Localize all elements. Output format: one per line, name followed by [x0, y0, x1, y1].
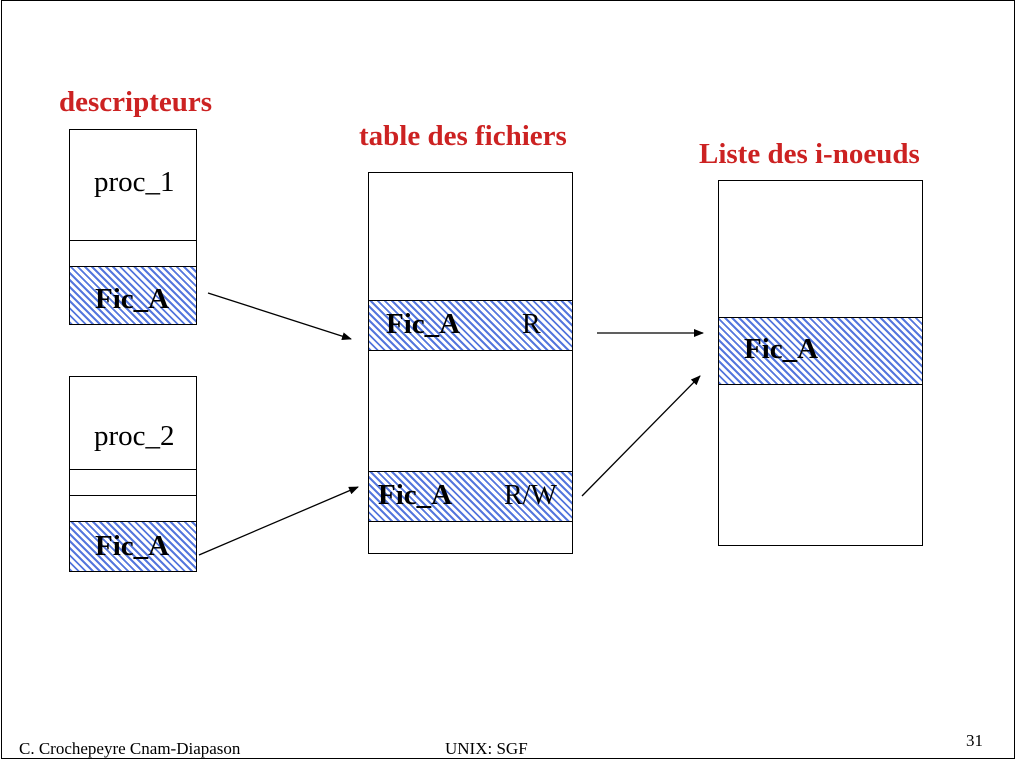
proc1-empty-row — [70, 240, 196, 266]
proc2-label: proc_2 — [94, 420, 175, 452]
inode-fic-a-label: Fic_A — [744, 333, 819, 365]
proc2-empty-row-2 — [70, 495, 196, 521]
proc1-fic-a-entry: Fic_A — [70, 266, 196, 325]
arrow-file-rw-to-inode — [581, 375, 701, 497]
footer-course: UNIX: SGF — [445, 739, 528, 758]
file-table-entry-r-mode: R — [522, 309, 541, 340]
proc2-fic-a-label: Fic_A — [95, 530, 170, 562]
file-table-entry-rw: Fic_A R/W — [369, 471, 572, 522]
slide: descripteurs table des fichiers Liste de… — [1, 0, 1015, 759]
file-table-entry-rw-name: Fic_A — [378, 479, 453, 511]
arrow-proc1-to-file-table — [207, 292, 352, 341]
file-table-entry-r-name: Fic_A — [386, 308, 461, 340]
file-table-entry-r: Fic_A R — [369, 300, 572, 351]
footer-author: C. Crochepeyre Cnam-Diapason — [19, 739, 241, 758]
proc1-descriptor-table: proc_1 Fic_A — [69, 129, 197, 325]
arrows-layer — [198, 292, 704, 556]
proc2-fic-a-entry: Fic_A — [70, 521, 196, 572]
proc2-descriptor-table: proc_2 Fic_A — [69, 376, 197, 572]
inode-list: Fic_A — [718, 180, 923, 546]
file-table: Fic_A R Fic_A R/W — [368, 172, 573, 554]
page-number: 31 — [966, 731, 983, 750]
proc2-empty-row-1 — [70, 469, 196, 495]
heading-table-des-fichiers: table des fichiers — [359, 120, 567, 152]
proc1-fic-a-label: Fic_A — [95, 283, 170, 315]
inode-fic-a-entry: Fic_A — [719, 317, 922, 385]
heading-descripteurs: descripteurs — [59, 86, 213, 118]
file-table-entry-rw-mode: R/W — [504, 480, 557, 511]
arrow-proc2-to-file-table — [198, 486, 359, 556]
proc1-label: proc_1 — [94, 166, 175, 198]
heading-liste-des-inoeuds: Liste des i-noeuds — [699, 138, 920, 170]
